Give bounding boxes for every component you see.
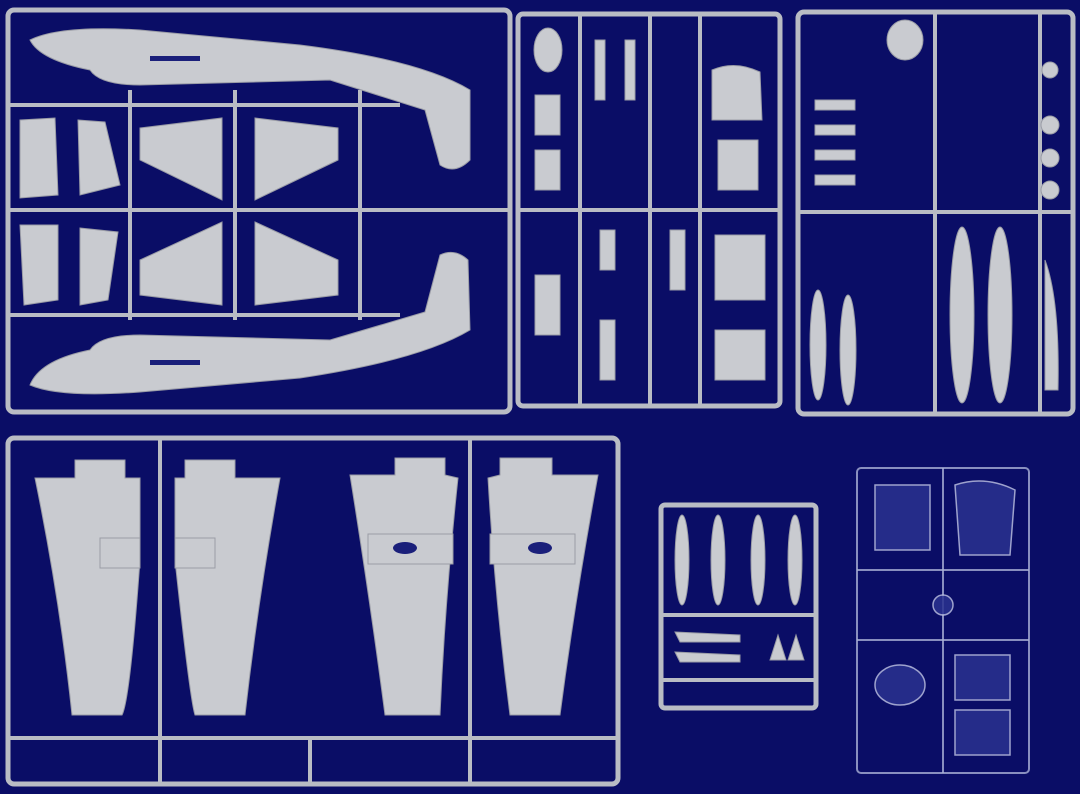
sprue-clear-parts: [856, 467, 1030, 774]
fuselage-half-top: [29, 28, 471, 170]
sprue-weapons: [658, 502, 819, 711]
elevator: [139, 117, 223, 201]
sprue-small-parts-b: [795, 9, 1076, 417]
wing-panel: [487, 457, 599, 716]
wing-panel: [34, 459, 141, 716]
elevator: [254, 221, 339, 306]
stabilizer: [79, 227, 119, 306]
stabilizer: [77, 119, 121, 196]
fuselage-half-bottom: [29, 251, 471, 395]
wing-panel: [174, 459, 281, 716]
elevator: [254, 117, 339, 201]
sprue-wings: [5, 435, 621, 787]
sprue-fuselage: [5, 7, 513, 415]
sprue-small-parts-a: [515, 11, 783, 409]
stabilizer: [19, 224, 59, 306]
elevator: [139, 221, 223, 306]
stabilizer: [19, 117, 59, 199]
wing-panel: [349, 457, 459, 716]
